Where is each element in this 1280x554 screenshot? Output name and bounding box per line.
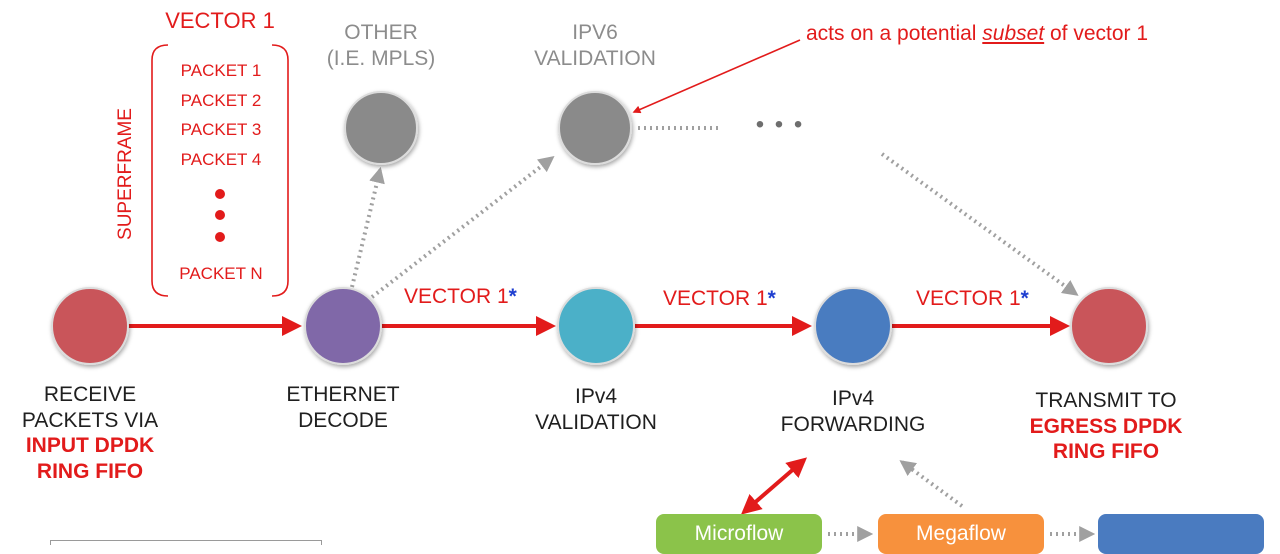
annotation-text: acts on a potential subset of vector 1	[806, 21, 1148, 47]
ipv6-label: IPV6 VALIDATION	[514, 20, 676, 71]
vector-title: VECTOR 1	[165, 8, 275, 33]
receive-label: RECEIVE PACKETS VIA INPUT DPDK RING FIFO	[10, 382, 170, 484]
ipv4-forwarding-label-line-2: FORWARDING	[780, 412, 926, 436]
edge-to-transmit-dotted	[880, 152, 1079, 296]
receive-label-line-3: INPUT DPDK	[25, 434, 155, 458]
edge-label-1-text: VECTOR 1	[404, 285, 509, 308]
megaflow-box: Megaflow	[878, 514, 1044, 554]
transmit-label: TRANSMIT TO EGRESS DPDK RING FIFO	[1010, 388, 1202, 465]
edge-label-2-text: VECTOR 1	[663, 287, 768, 310]
node-ipv6-validation	[558, 91, 632, 165]
packet-4: PACKET 4	[180, 150, 262, 169]
ipv4-forwarding-label-line-1: IPv4	[831, 387, 875, 410]
transmit-label-line-3: RING FIFO	[1052, 440, 1160, 464]
annotation-arrow	[632, 39, 801, 114]
node-ipv4-validation	[557, 287, 635, 365]
node-ipv4-forwarding	[814, 287, 892, 365]
packet-n: PACKET N	[179, 264, 263, 283]
packet-1: PACKET 1	[180, 61, 262, 80]
edge-label-3-text: VECTOR 1	[916, 287, 1021, 310]
transmit-label-line-1: TRANSMIT TO	[1035, 389, 1177, 412]
packet-2: PACKET 2	[180, 91, 262, 110]
edge-label-2: VECTOR 1*	[663, 287, 776, 311]
ellipsis: • • •	[755, 111, 805, 138]
node-ethernet-decode	[304, 287, 382, 365]
edge-forwarding-microflow	[740, 457, 808, 515]
edge-label-2-star: *	[767, 287, 776, 310]
edge-label-1: VECTOR 1*	[404, 285, 517, 309]
ethernet-label-line-2: DECODE	[298, 408, 388, 432]
node-receive	[51, 287, 129, 365]
other-label-line-2: (I.E. MPLS)	[326, 46, 436, 70]
ipv4-validation-label-line-1: IPv4	[574, 385, 618, 408]
ipv6-label-line-1: IPV6	[572, 21, 618, 44]
packet-ellipsis-dot	[215, 232, 225, 242]
ipv4-validation-label-line-2: VALIDATION	[535, 410, 657, 434]
ipv4-forwarding-label: IPv4 FORWARDING	[763, 386, 943, 437]
edge-ethernet-to-other	[350, 166, 385, 288]
receive-label-line-1: RECEIVE	[43, 383, 137, 406]
ethernet-label-line-1: ETHERNET	[286, 383, 400, 406]
node-transmit	[1070, 287, 1148, 365]
annotation-emph: subset	[982, 22, 1045, 45]
cache-box	[1098, 514, 1264, 554]
ipv6-label-line-2: VALIDATION	[534, 46, 656, 70]
superframe-label: SUPERFRAME	[115, 108, 136, 240]
microflow-box: Microflow	[656, 514, 822, 554]
other-label: OTHER (I.E. MPLS)	[300, 20, 462, 71]
ipv4-validation-label: IPv4 VALIDATION	[516, 384, 676, 435]
annotation-before: acts on a potential	[806, 22, 983, 45]
packet-ellipsis-dot	[215, 189, 225, 199]
packet-3: PACKET 3	[180, 120, 262, 139]
edge-megaflow-to-forwarding	[899, 460, 964, 508]
node-other	[344, 91, 418, 165]
edge-label-3-star: *	[1020, 287, 1029, 310]
packet-ellipsis-dot	[215, 210, 225, 220]
superframe-bracket	[151, 44, 289, 297]
edge-label-1-star: *	[508, 285, 517, 308]
edge-ethernet-to-ipv6	[370, 156, 555, 299]
ethernet-label: ETHERNET DECODE	[263, 382, 423, 433]
other-label-line-1: OTHER	[344, 21, 418, 44]
edge-label-3: VECTOR 1*	[916, 287, 1029, 311]
receive-label-line-4: RING FIFO	[36, 459, 144, 483]
annotation-after: of vector 1	[1044, 22, 1149, 45]
transmit-label-line-2: EGRESS DPDK	[1029, 414, 1183, 438]
bottom-left-box	[50, 540, 322, 545]
receive-label-line-2: PACKETS VIA	[21, 408, 159, 432]
